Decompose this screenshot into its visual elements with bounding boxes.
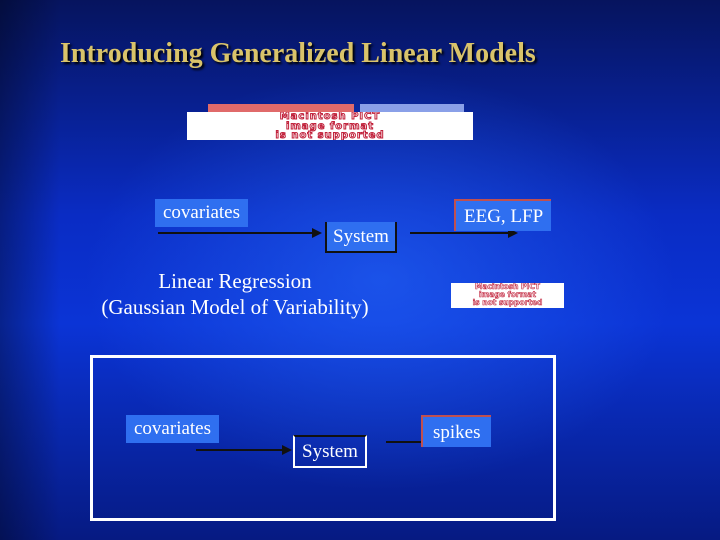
system-box: System (325, 222, 397, 253)
arrow-head-icon (312, 228, 322, 238)
placeholder-line: image format (478, 290, 537, 299)
arrow-system-to-output (410, 232, 512, 234)
placeholder-image-band-red (208, 104, 354, 114)
slide-title: Introducing Generalized Linear Models (60, 38, 536, 69)
system-box: System (293, 435, 367, 468)
arrow-covariates-to-system (196, 449, 290, 451)
eeg-lfp-label: EEG, LFP (454, 199, 552, 231)
placeholder-line: Macintosh PICT (279, 112, 381, 122)
placeholder-line: image format (285, 120, 375, 132)
spikes-label: spikes (421, 415, 491, 447)
regression-caption-line1: Linear Regression (158, 269, 312, 293)
background-edge-shade (0, 0, 60, 540)
regression-caption-line2: (Gaussian Model of Variability) (101, 295, 369, 319)
placeholder-image-band-blue (360, 104, 464, 114)
covariates-label: covariates (126, 415, 220, 443)
regression-caption: Linear Regression (Gaussian Model of Var… (60, 268, 410, 320)
arrow-covariates-to-system (158, 232, 320, 234)
arrow-head-icon (282, 445, 292, 455)
placeholder-line: is not supported (275, 130, 385, 140)
glm-diagram-frame (90, 355, 556, 521)
unsupported-image-placeholder: Macintosh PICT image format is not suppo… (187, 112, 473, 140)
arrow-head-icon (508, 228, 518, 238)
covariates-label: covariates (155, 199, 249, 227)
placeholder-line: is not supported (472, 298, 543, 307)
placeholder-line: Macintosh PICT (475, 283, 541, 291)
unsupported-image-placeholder-small: Macintosh PICT image format is not suppo… (451, 283, 564, 308)
